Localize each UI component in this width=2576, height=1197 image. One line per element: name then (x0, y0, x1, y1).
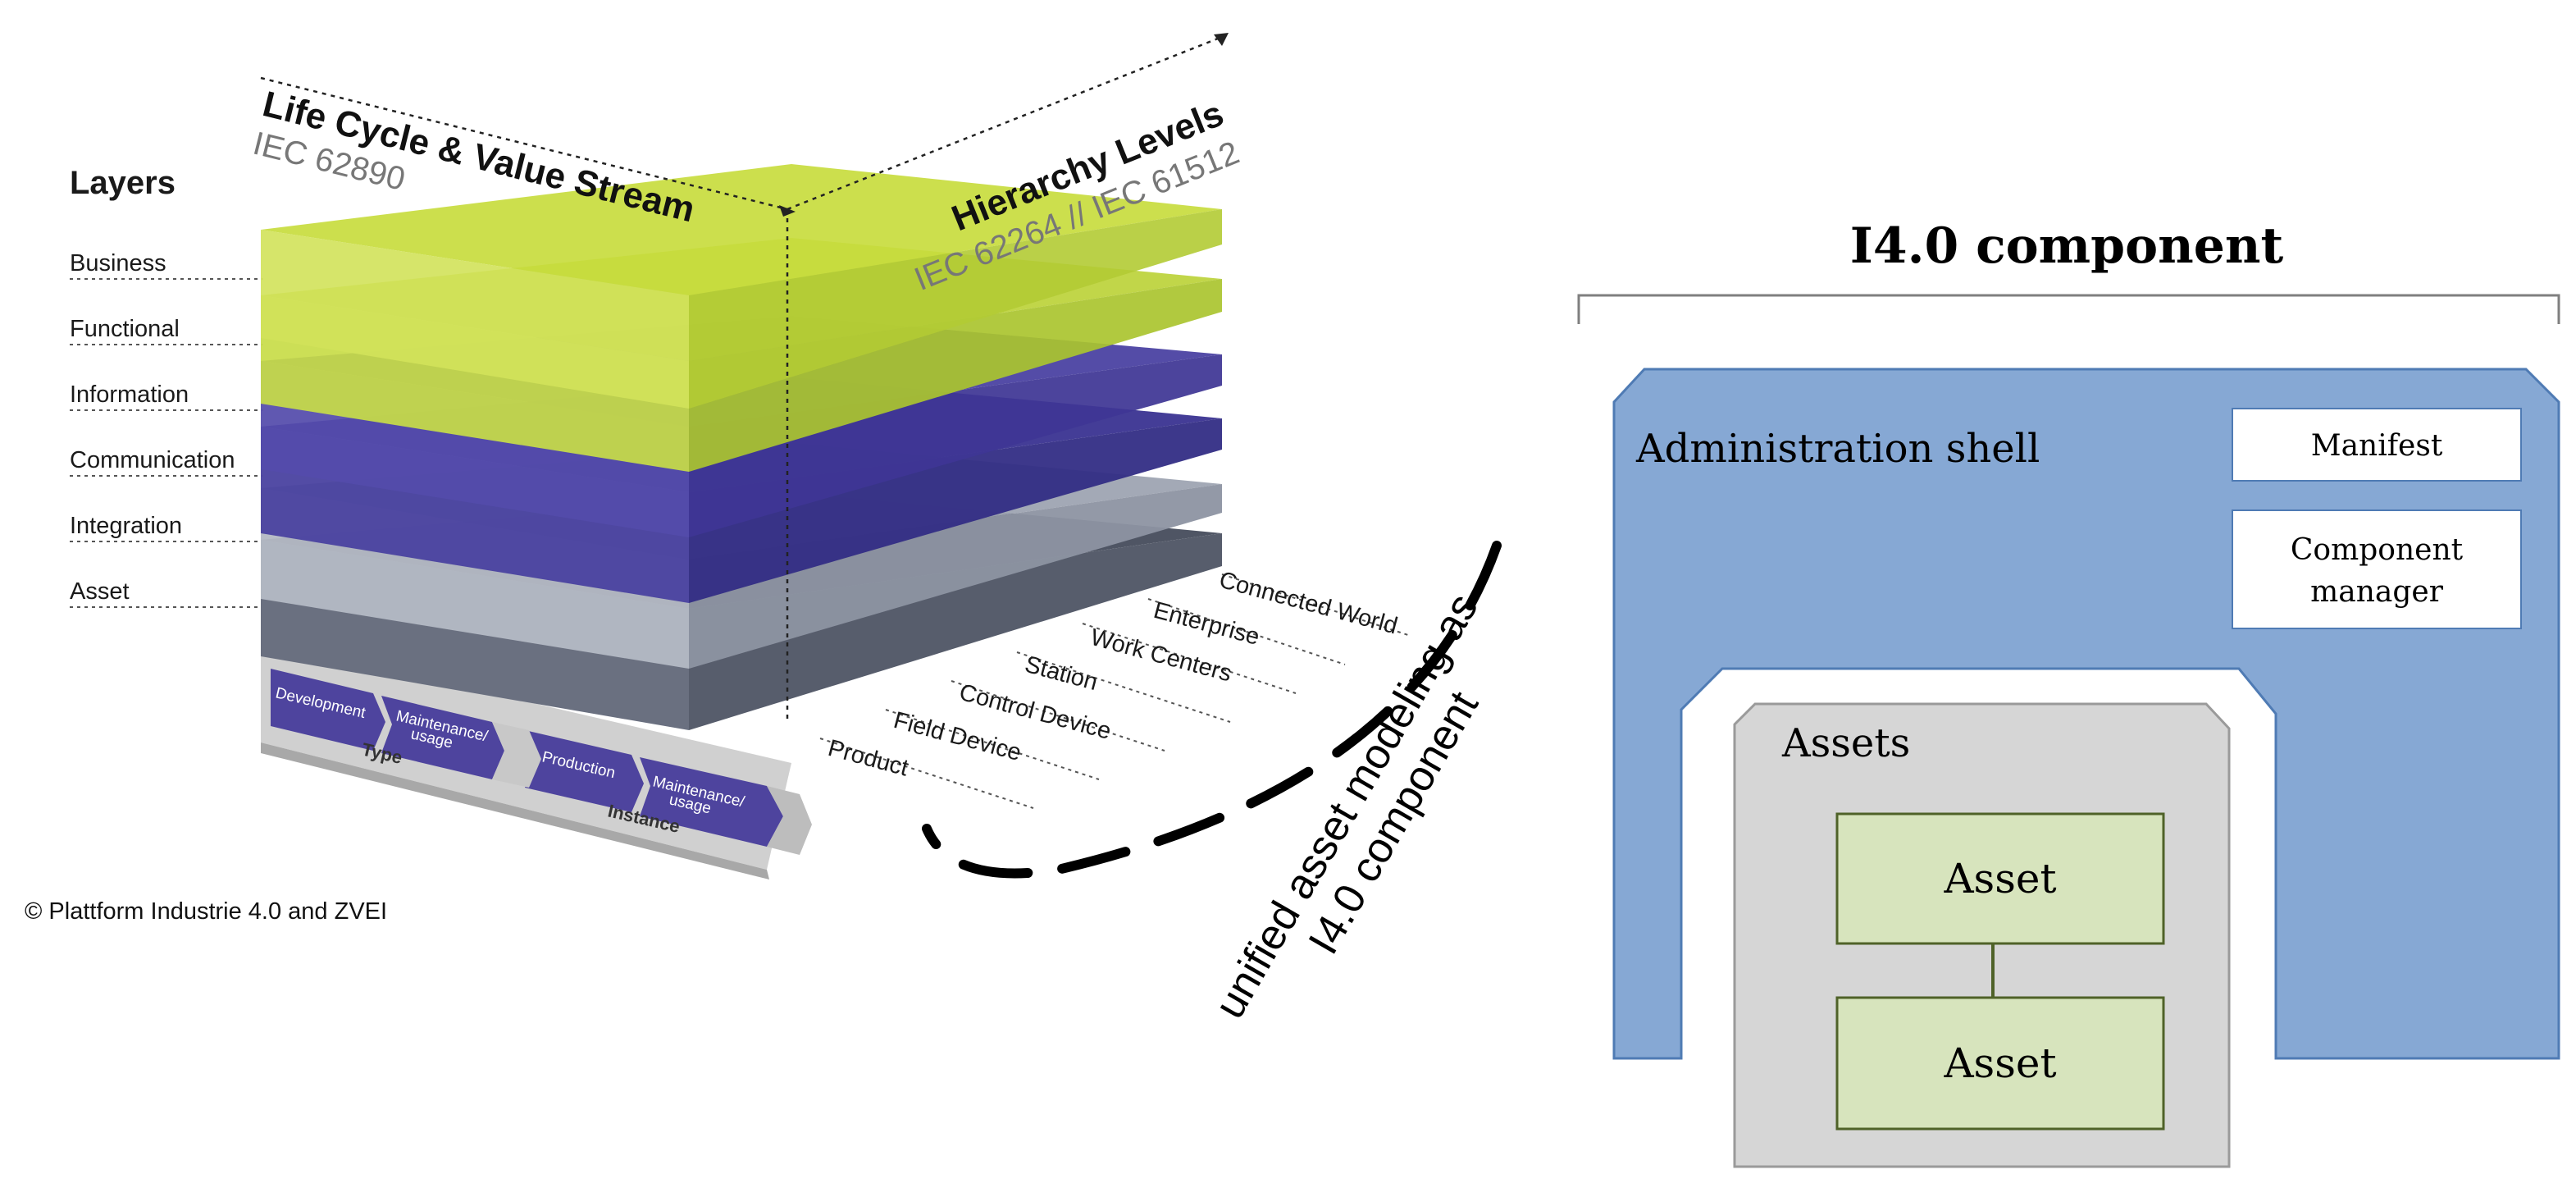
layer-label-information: Information (70, 381, 189, 408)
layer-business (261, 164, 1222, 409)
level-product: Product (825, 735, 911, 782)
asset-box-1-label: Asset (1943, 855, 2056, 902)
shell-label: Administration shell (1635, 426, 2040, 472)
cube-arrow-head (779, 205, 796, 217)
layer-leader-lines (70, 278, 262, 608)
layer-label-communication: Communication (70, 447, 235, 473)
transformation-arc (922, 541, 1502, 879)
cube-edges (260, 35, 1223, 722)
component-title: I4.0 component (1850, 217, 2284, 275)
manager-label-line2: manager (2310, 575, 2444, 609)
rami-model: Layers Business Functional Information C… (25, 33, 1411, 925)
lifecycle-ribbon (261, 640, 812, 879)
manifest-box (2232, 408, 2522, 482)
cube-arrow-head-right (1214, 33, 1229, 46)
asset-box-1 (1835, 812, 2165, 945)
component-manager-box (2232, 509, 2522, 629)
manager-label-line1: Component (2291, 533, 2464, 567)
manifest-label: Manifest (2311, 429, 2443, 463)
layer-label-asset: Asset (70, 578, 130, 605)
asset-box-2 (1835, 996, 2165, 1131)
level-station: Station (1022, 651, 1101, 696)
layer-label-functional: Functional (70, 316, 180, 342)
hierarchy-leader-lines (819, 573, 1411, 809)
layers-title: Layers (70, 165, 176, 201)
level-enterprise: Enterprise (1151, 597, 1262, 651)
i40-component: I4.0 component Administration shell Mani… (1577, 217, 2560, 1168)
layer-label-business: Business (70, 250, 166, 276)
copyright-note: © Plattform Industrie 4.0 and ZVEI (25, 898, 387, 925)
layer-label-integration: Integration (70, 513, 182, 539)
component-bracket (1577, 294, 2560, 324)
assets-label: Assets (1781, 720, 1910, 766)
asset-box-2-label: Asset (1943, 1039, 2056, 1087)
